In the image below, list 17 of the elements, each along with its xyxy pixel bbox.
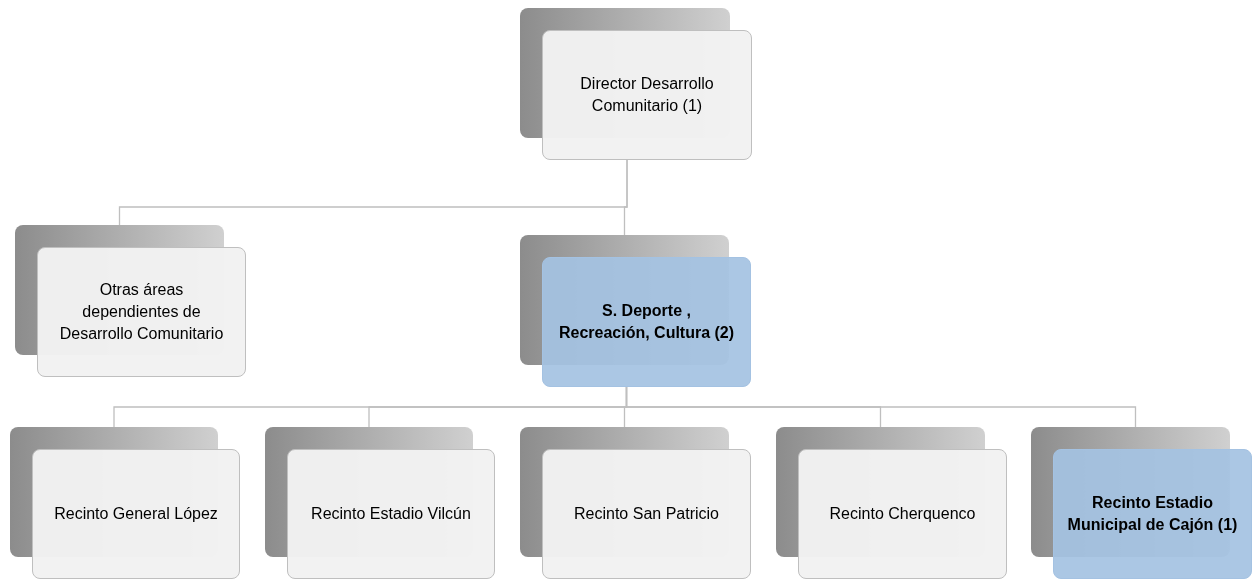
position-title: Otras áreas dependientes de Desarrollo Comunitario	[58, 280, 225, 344]
org-chart-box	[520, 235, 751, 387]
position-title: Recinto General López	[54, 504, 218, 524]
position-title: Recinto San Patricio	[574, 504, 719, 524]
org-chart-box	[520, 427, 751, 579]
position-title: S. Deporte , Recreación, Cultura (2)	[557, 301, 736, 343]
org-chart-box	[776, 427, 1007, 579]
position-title: Recinto Estadio Vilcún	[311, 504, 471, 524]
org-chart-box	[520, 8, 752, 160]
position-title: Recinto Cherquenco	[829, 504, 976, 524]
org-chart-box	[1031, 427, 1252, 579]
org-chart-box	[15, 225, 246, 377]
connector-line	[623, 159, 628, 236]
org-chart-box	[10, 427, 240, 579]
position-title: Director Desarrollo Comunitario (1)	[579, 74, 715, 116]
org-chart-box	[265, 427, 495, 579]
position-title: Recinto Estadio Municipal de Cajón (1)	[1066, 493, 1239, 535]
